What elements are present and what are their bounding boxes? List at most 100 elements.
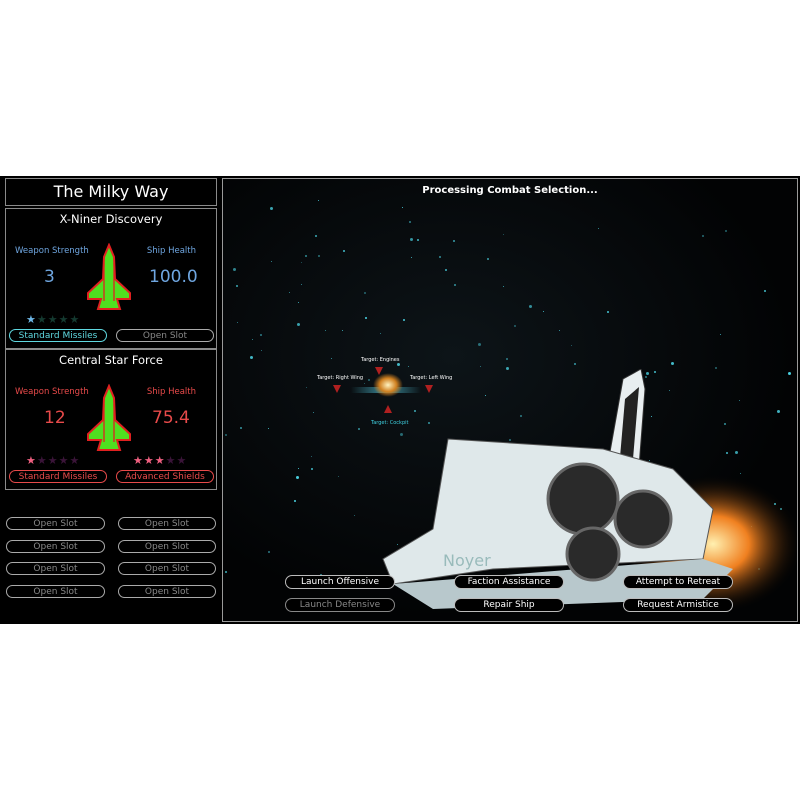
star [320,573,323,576]
star [357,428,360,431]
star [444,268,447,271]
enemy-ship-panel: Central Star Force Weapon Strength Ship … [5,349,217,490]
star [396,363,400,367]
faction-assistance-button[interactable]: Faction Assistance [454,575,564,589]
star [239,427,242,430]
star [715,366,718,369]
target-cockpit-arrow-icon[interactable] [384,405,392,413]
star [671,361,675,365]
player-slot-1[interactable]: Standard Missiles [9,329,107,342]
open-slot[interactable]: Open Slot [6,585,105,598]
star [528,305,532,309]
star [668,389,670,391]
star [503,286,505,288]
star [485,395,487,397]
star [269,206,273,210]
star [305,386,307,388]
star [777,409,781,413]
star [399,432,403,436]
star [298,468,300,470]
enemy-weapon-stars: ★★★★★ [26,454,81,467]
star [573,362,576,365]
star [342,330,344,332]
repair-ship-button[interactable]: Repair Ship [454,598,564,612]
target-right-wing-arrow-icon[interactable] [333,385,341,393]
open-slot[interactable]: Open Slot [118,540,216,553]
star [408,365,410,367]
target-cockpit-label[interactable]: Target: Cockpit [371,420,409,426]
explosion [373,373,403,397]
open-slot[interactable]: Open Slot [6,540,105,553]
enemy-slot-1[interactable]: Standard Missiles [9,470,107,483]
request-armistice-button[interactable]: Request Armistice [623,598,733,612]
star [486,258,489,261]
star [310,456,312,458]
target-left-wing-arrow-icon[interactable] [425,385,433,393]
star [735,450,739,454]
enemy-slot-2[interactable]: Advanced Shields [116,470,214,483]
star [520,415,523,418]
ship-health-label: Ship Health [146,387,196,397]
star [271,260,273,262]
star [787,372,791,376]
open-slot[interactable]: Open Slot [6,517,105,530]
star [570,345,572,346]
target-engines-label[interactable]: Target: Engines [361,357,400,363]
star [763,290,766,293]
star [559,330,561,332]
star [294,500,297,503]
target-engines-arrow-icon[interactable] [375,367,383,375]
player-shuttle: Noyer [382,369,797,614]
launch-defensive-button[interactable]: Launch Defensive [285,598,395,612]
open-slot[interactable]: Open Slot [118,585,216,598]
star [513,324,516,327]
star [317,255,320,258]
star [288,291,290,293]
star [508,439,511,442]
galaxy-title: The Milky Way [5,178,217,206]
open-slot[interactable]: Open Slot [6,562,105,575]
weapon-strength-label: Weapon Strength [15,387,89,397]
player-ship-name: X-Niner Discovery [59,212,163,226]
attempt-retreat-button[interactable]: Attempt to Retreat [623,575,733,589]
star [452,240,455,243]
star [726,451,729,454]
star [259,334,262,337]
star [506,367,510,371]
star [233,268,237,272]
ship-health-label: Ship Health [146,246,196,256]
star [298,301,300,303]
star [654,370,657,373]
star [645,372,649,376]
star [380,333,382,334]
star [723,422,726,425]
star [648,459,650,461]
enemy-ship-name: Central Star Force [59,353,163,367]
star [739,399,741,401]
enemy-slot-stars: ★★★★★ [133,454,188,467]
player-slot-2[interactable]: Open Slot [116,329,214,342]
star [268,550,271,553]
open-slot[interactable]: Open Slot [118,562,216,575]
target-left-wing-label[interactable]: Target: Left Wing [410,375,453,381]
star [300,284,302,286]
launch-offensive-button[interactable]: Launch Offensive [285,575,395,589]
star [318,200,320,202]
weapon-strength-value: 3 [44,267,55,287]
target-right-wing-label[interactable]: Target: Right Wing [317,375,364,381]
star [261,350,262,352]
star [438,255,441,258]
star [304,254,307,257]
weapon-strength-label: Weapon Strength [15,246,89,256]
star [428,421,431,424]
ship-health-value: 100.0 [149,267,198,287]
star [411,257,413,259]
ship-icon [87,384,131,451]
star [414,410,417,413]
star [410,237,414,241]
player-weapon-stars: ★★★★★ [26,313,81,326]
star [367,379,370,382]
star [354,514,355,516]
star [505,358,508,361]
open-slot[interactable]: Open Slot [118,517,216,530]
